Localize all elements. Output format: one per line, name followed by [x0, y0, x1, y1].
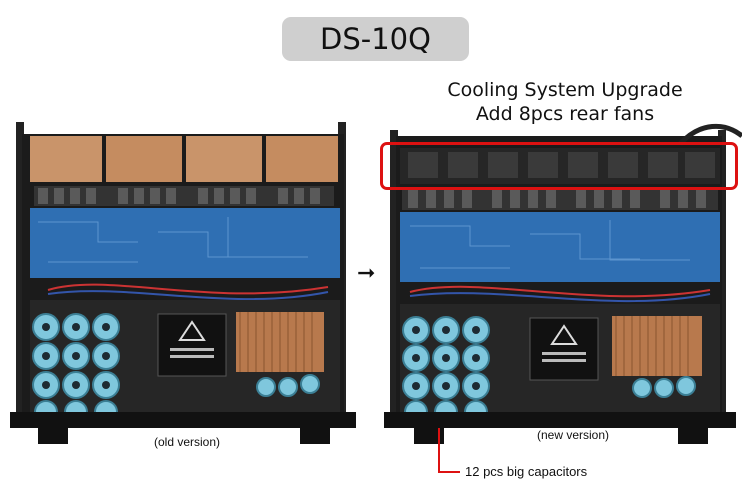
title-badge: DS-10Q — [282, 17, 469, 61]
rear-fans-highlight-frame — [380, 142, 738, 190]
arrow-icon: ➞ — [357, 260, 376, 285]
capacitor-callout-line — [438, 428, 440, 473]
capacitors-caption: 12 pcs big capacitors — [465, 464, 588, 479]
upgrade-note: Cooling System Upgrade Add 8pcs rear fan… — [420, 78, 710, 126]
new-version-caption: (new version) — [537, 428, 610, 442]
product-title: DS-10Q — [320, 22, 431, 56]
upgrade-line-1: Cooling System Upgrade — [447, 79, 683, 101]
old-version-amplifier-photo — [10, 122, 356, 444]
old-version-caption: (old version) — [154, 435, 221, 449]
new-version-amplifier-photo — [384, 123, 742, 444]
capacitor-callout-line-horizontal — [438, 471, 460, 473]
upgrade-line-2: Add 8pcs rear fans — [475, 103, 655, 125]
